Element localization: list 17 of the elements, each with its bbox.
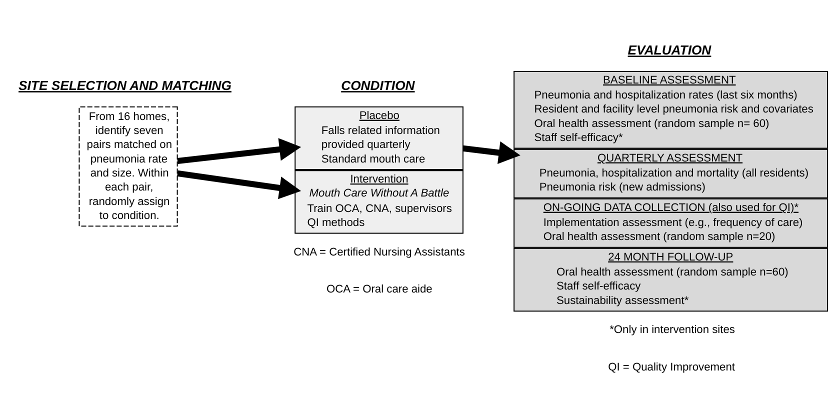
arrow	[177, 170, 302, 200]
label: *Only in intervention sites	[610, 324, 735, 336]
label: CONDITION	[341, 78, 415, 94]
node-box: BASELINE ASSESSMENT Pneumonia and hospitalization rates (last six months) Resident and facility level pneumonia risk and covariates Oral health assessment (random sample n= 60) Staff self-efficacy*	[514, 70, 828, 149]
node-box: QUARTERLY ASSESSMENT Pneumonia, hospitalization and mortality (all residents) Pneumonia risk (new admissions)	[514, 148, 828, 198]
node-box: Intervention Mouth Care Without A Battle Train OCA, CNA, supervisors QI methods	[294, 170, 464, 234]
label: OCA = Oral care aide	[326, 284, 432, 296]
node-box: Placebo Falls related information provided quarterly Standard mouth care	[294, 106, 464, 170]
node-box: ON-GOING DATA COLLECTION (also used for QI)* Implementation assessment (e.g., frequency of care) Oral health assessment (random sample n=20)	[514, 198, 828, 248]
node-box: From 16 homes, identify seven pairs matched on pneumonia rate and size. Within each pair, randomly assign to condition.	[78, 106, 178, 227]
label: QI = Quality Improvement	[608, 362, 735, 374]
label: EVALUATION	[628, 42, 712, 58]
arrow	[177, 138, 302, 164]
label: SITE SELECTION AND MATCHING	[18, 78, 232, 94]
node-box: 24 MONTH FOLLOW-UP Oral health assessment (random sample n=60) Staff self-efficacy Sustainability assessment*	[514, 248, 828, 312]
label: CNA = Certified Nursing Assistants	[294, 246, 465, 258]
arrow	[462, 141, 520, 164]
